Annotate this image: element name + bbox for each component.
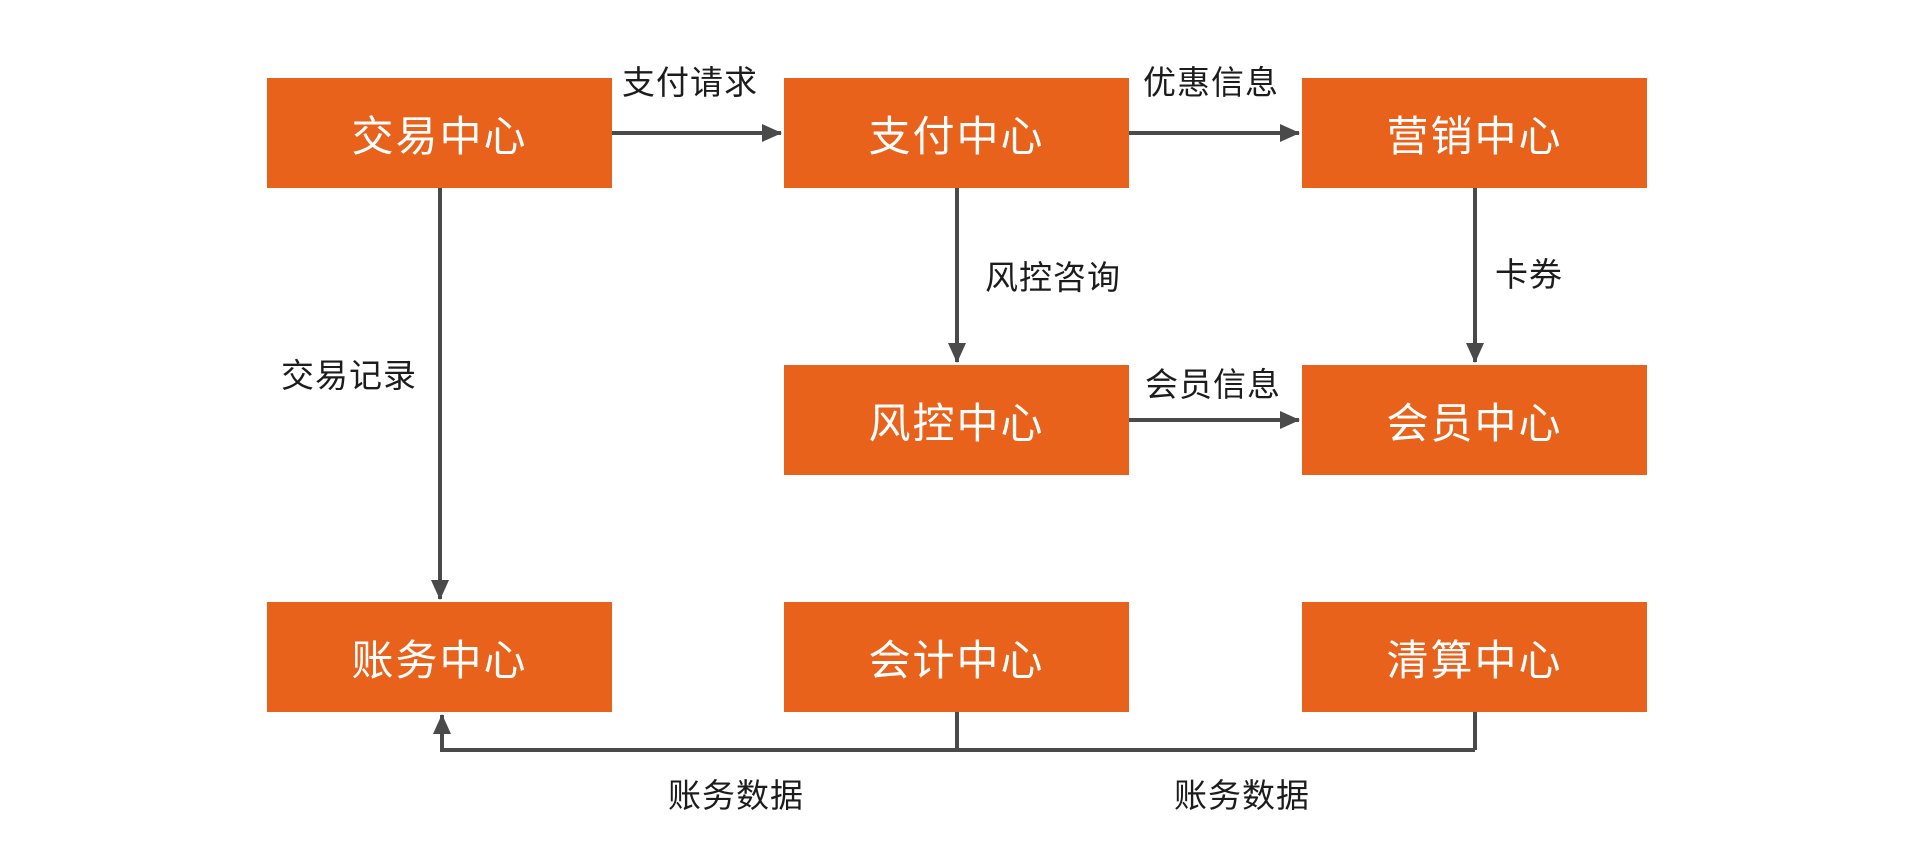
edge-label-billing-data-left: 账务数据 (668, 777, 804, 814)
node-clearing-center: 清算中心 (1302, 602, 1647, 712)
edge-label-discount-info: 优惠信息 (1143, 64, 1279, 101)
edge-label-member-info: 会员信息 (1145, 366, 1281, 403)
edge-label-trade-record: 交易记录 (281, 357, 417, 394)
edge-label-card-coupon: 卡券 (1495, 256, 1563, 293)
node-risk-control-center: 风控中心 (784, 365, 1129, 475)
edge-label-billing-data-right: 账务数据 (1174, 777, 1310, 814)
node-payment-center: 支付中心 (784, 78, 1129, 188)
edge-label-payment-request: 支付请求 (622, 64, 758, 101)
node-billing-center: 账务中心 (267, 602, 612, 712)
node-trade-center: 交易中心 (267, 78, 612, 188)
node-accounting-center: 会计中心 (784, 602, 1129, 712)
node-member-center: 会员中心 (1302, 365, 1647, 475)
edge-label-risk-consult: 风控咨询 (985, 259, 1121, 296)
node-marketing-center: 营销中心 (1302, 78, 1647, 188)
arrow-shared-to-billing (433, 714, 1475, 752)
